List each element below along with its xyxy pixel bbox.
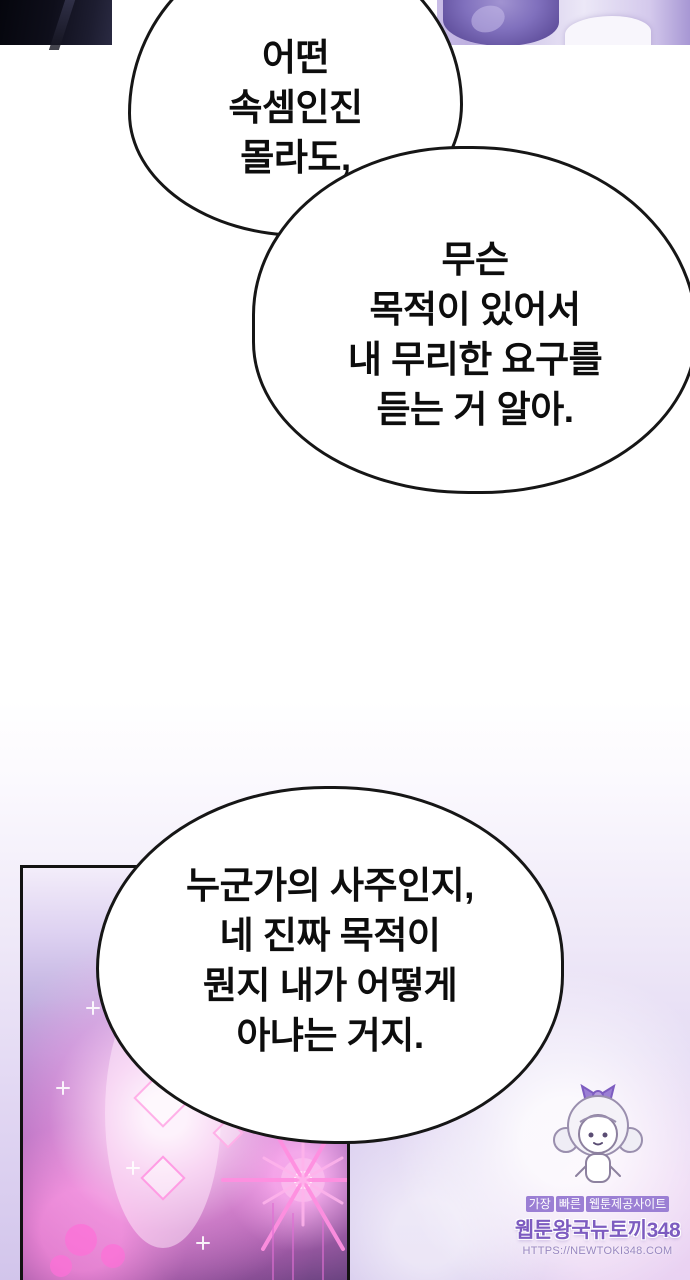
bubble-line: 무슨 xyxy=(441,239,509,280)
watermark-site-url: HTTPS://NEWTOKI348.COM xyxy=(522,1245,673,1257)
top-panel-fragment-dark xyxy=(0,0,112,50)
bubble-line: 어떤 xyxy=(261,37,330,78)
bubble-line: 누군가의 사주인지, xyxy=(186,865,474,906)
bubble-line: 네 진짜 목적이 xyxy=(219,915,441,956)
site-watermark: 가장 빠른 웹툰제공사이트 웹툰왕국뉴토끼348 HTTPS://NEWTOKI… xyxy=(505,1082,690,1257)
speech-bubble-2: 무슨 목적이 있어서 내 무리한 요구를 듣는 거 알아. xyxy=(252,146,690,494)
bubble-line: 듣는 거 알아. xyxy=(376,389,574,430)
watermark-site-name: 웹툰왕국뉴토끼348 xyxy=(514,1219,681,1242)
tagline-word: 웹툰제공사이트 xyxy=(585,1196,670,1212)
bubble-line: 몰라도, xyxy=(240,137,351,178)
bubble-line: 속셈인진 xyxy=(228,87,363,128)
top-panel-strip xyxy=(0,0,690,50)
tagline-word: 빠른 xyxy=(555,1196,584,1212)
ceiling-beam-shape xyxy=(48,0,78,50)
speech-bubble-3-text: 누군가의 사주인지, 네 진짜 목적이 뭔지 내가 어떻게 아냐는 거지. xyxy=(99,861,561,1061)
mascot-character xyxy=(552,1083,643,1183)
speech-bubble-3: 누군가의 사주인지, 네 진짜 목적이 뭔지 내가 어떻게 아냐는 거지. xyxy=(96,786,564,1144)
watermark-tagline: 가장 빠른 웹툰제공사이트 xyxy=(525,1196,670,1212)
bubble-line: 아냐는 거지. xyxy=(236,1015,424,1056)
speech-bubble-2-text: 무슨 목적이 있어서 내 무리한 요구를 듣는 거 알아. xyxy=(255,235,690,435)
tagline-word: 가장 xyxy=(525,1196,554,1212)
bubble-line: 목적이 있어서 xyxy=(369,289,581,330)
speech-bubble-1-text: 어떤 속셈인진 몰라도, xyxy=(131,33,460,183)
bubble-line: 내 무리한 요구를 xyxy=(347,339,603,380)
character-shoulder-shape xyxy=(565,16,651,45)
bubble-line: 뭔지 내가 어떻게 xyxy=(202,965,458,1006)
top-panel-fragment-character xyxy=(437,0,690,45)
